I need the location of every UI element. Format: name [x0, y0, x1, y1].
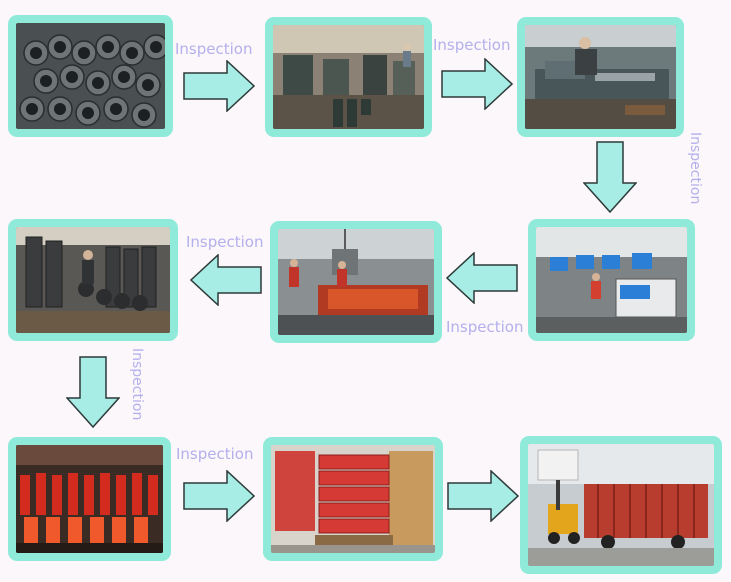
- arrow-right-3: [183, 470, 255, 522]
- step-3-lathe-machining-photo: [517, 17, 684, 137]
- step-9-truck-loading-photo: [520, 436, 722, 574]
- arrow-left-1: [190, 254, 262, 306]
- packed-pallet-image: [271, 445, 435, 553]
- arrow-left-2: [446, 252, 518, 304]
- pipe-stacks-image: [16, 227, 170, 333]
- inspection-label-5: Inspection: [446, 318, 524, 336]
- lathe-machining-image: [525, 25, 676, 129]
- steel-pipes-image: [16, 23, 165, 129]
- inspection-label-2: Inspection: [433, 36, 511, 54]
- red-coated-rollers-image: [16, 445, 163, 553]
- arrow-down-1: [583, 141, 637, 213]
- inspection-label-4: Inspection: [186, 233, 264, 251]
- arrow-right-4: [447, 470, 519, 522]
- step-1-steel-pipes-photo: [8, 15, 173, 137]
- cutting-workshop-image: [273, 25, 424, 129]
- step-6-pipe-stacks-photo: [8, 219, 178, 341]
- arrow-right-2: [441, 58, 513, 110]
- cnc-workshop-image: [536, 227, 687, 333]
- step-5-dipping-tank-photo: [270, 221, 442, 343]
- inspection-label-1: Inspection: [175, 40, 253, 58]
- inspection-label-7: Inspection: [176, 445, 254, 463]
- step-7-red-coated-rollers-photo: [8, 437, 171, 561]
- arrow-right-1: [183, 60, 255, 112]
- inspection-label-6: Inspection: [129, 348, 145, 421]
- step-8-packed-pallet-photo: [263, 437, 443, 561]
- dipping-tank-image: [278, 229, 434, 335]
- step-4-cnc-workshop-photo: [528, 219, 695, 341]
- truck-loading-image: [528, 444, 714, 566]
- arrow-down-2: [66, 356, 120, 428]
- step-2-cutting-workshop-photo: [265, 17, 432, 137]
- inspection-label-3: Inspection: [687, 132, 703, 205]
